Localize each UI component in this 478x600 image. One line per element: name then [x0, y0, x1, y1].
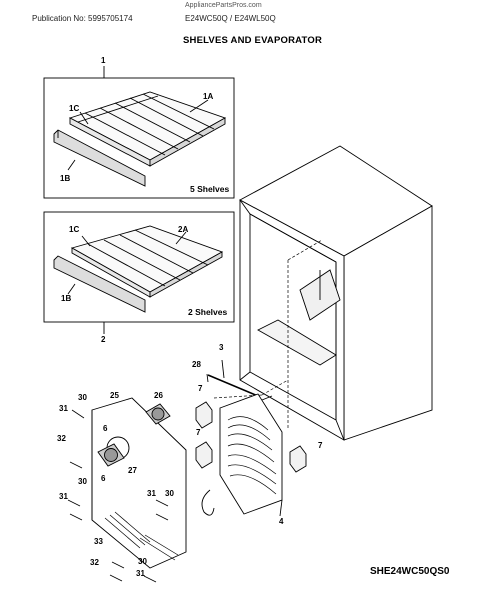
callout-1c-2: 1C [69, 225, 80, 234]
callout-28: 28 [192, 360, 201, 369]
callout-3: 3 [219, 343, 224, 352]
callout-1c: 1C [69, 104, 80, 113]
callout-30d: 30 [138, 557, 147, 566]
callout-30b: 30 [78, 477, 87, 486]
page-title: SHELVES AND EVAPORATOR [183, 35, 323, 46]
callout-33: 33 [94, 537, 103, 546]
callout-2: 2 [101, 335, 106, 344]
callout-7a: 7 [198, 384, 203, 393]
evaporator-fan-bottom [97, 443, 125, 467]
callout-31d: 31 [136, 569, 145, 578]
wire-shelf-2-kit [70, 225, 224, 298]
callout-31a: 31 [59, 404, 68, 413]
callout-7c: 7 [318, 441, 323, 450]
screws [67, 409, 169, 583]
insulation-blocks [195, 401, 307, 473]
callout-1b: 1B [60, 174, 71, 183]
five-shelf-kit-box [43, 77, 235, 199]
evaporator-coil [201, 393, 283, 516]
shelf-front-trim-5-kit [53, 129, 146, 187]
callout-4: 4 [279, 517, 284, 526]
callout-31c: 31 [147, 489, 156, 498]
callout-27: 27 [128, 466, 137, 475]
callout-30c: 30 [165, 489, 174, 498]
callout-30a: 30 [78, 393, 87, 402]
fan-cover-panel [91, 397, 187, 569]
diagram-code: SHE24WC50QS0 [370, 566, 450, 577]
callout-2a: 2A [178, 225, 189, 234]
five-shelves-label: 5 Shelves [190, 184, 230, 194]
callout-1b-2: 1B [61, 294, 72, 303]
callout-26: 26 [154, 391, 163, 400]
callout-1: 1 [101, 56, 106, 65]
callout-6b: 6 [101, 474, 106, 483]
two-shelves-label: 2 Shelves [188, 307, 228, 317]
thermistor-probe [206, 359, 259, 397]
callout-31b: 31 [59, 492, 68, 501]
cabinet [239, 145, 433, 441]
evaporator-fan-top [145, 403, 171, 425]
two-shelf-kit-box [43, 211, 235, 323]
callout-25: 25 [110, 391, 119, 400]
watermark: AppliancePartsPros.com [185, 2, 262, 9]
callout-32a: 32 [57, 434, 66, 443]
callout-7b: 7 [196, 428, 201, 437]
callout-1a: 1A [203, 92, 214, 101]
shelf-front-trim-2-kit [53, 255, 146, 313]
wire-shelf-5-kit [68, 91, 227, 167]
publication-number: Publication No: 5995705174 [32, 14, 133, 23]
model-numbers: E24WC50Q / E24WL50Q [185, 14, 276, 23]
callout-6a: 6 [103, 424, 108, 433]
callout-32b: 32 [90, 558, 99, 567]
